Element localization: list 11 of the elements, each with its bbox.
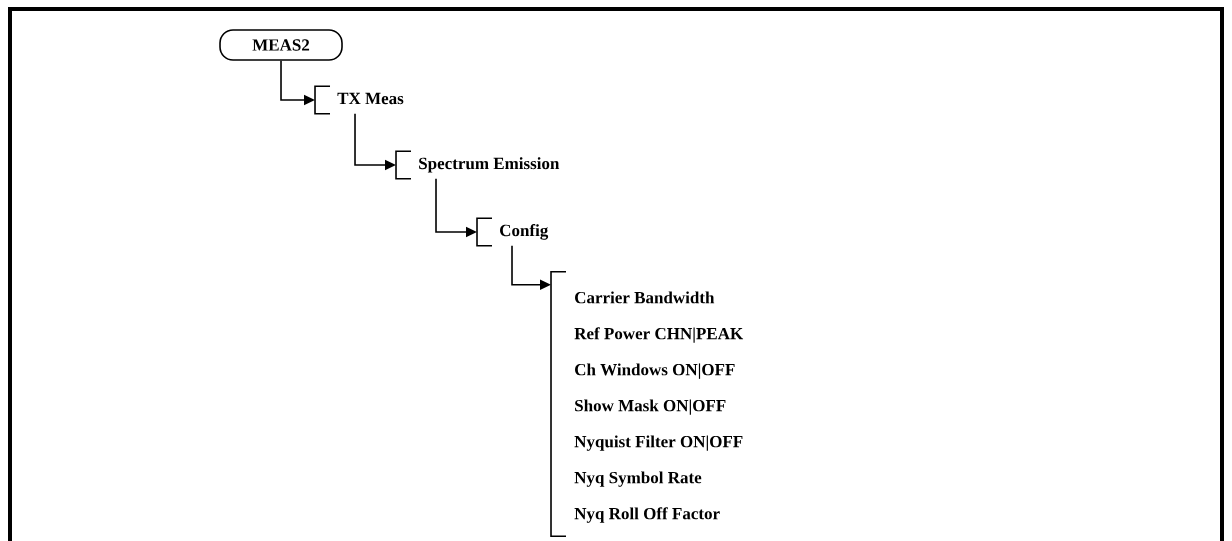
menu-item: TX Meas — [314, 85, 404, 115]
menu-root-box: MEAS2 — [219, 29, 343, 61]
menu-option: Nyq Symbol Rate — [574, 471, 702, 487]
menu-item: Config — [476, 217, 549, 247]
menu-item: Spectrum Emission — [395, 150, 560, 180]
menu-option: Nyquist Filter ON|OFF — [574, 435, 743, 451]
menu-option: Nyq Roll Off Factor — [574, 507, 720, 523]
menu-option: Show Mask ON|OFF — [575, 399, 726, 415]
menu-option: Carrier Bandwidth — [575, 291, 715, 304]
menu-option: Ref Power CHN|PEAK — [574, 327, 744, 343]
menu-option: Ch Windows ON|OFF — [575, 363, 735, 379]
